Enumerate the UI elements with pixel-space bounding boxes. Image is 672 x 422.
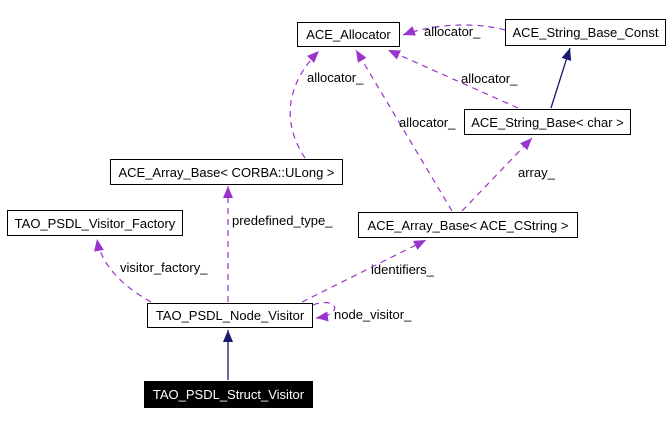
edge-label-allocator-from-string-base-char: allocator_ <box>461 71 518 86</box>
edge-label-allocator-from-array-ulong: allocator_ <box>307 70 364 85</box>
class-node-ace-array-base-ace-cstring[interactable]: ACE_Array_Base< ACE_CString > <box>358 212 578 238</box>
edge-visitor-factory <box>94 238 152 303</box>
edge-identifiers <box>301 239 427 303</box>
class-node-ace-array-base-corba-ulong[interactable]: ACE_Array_Base< CORBA::ULong > <box>110 159 343 185</box>
edge-label-allocator-from-string-base-const: allocator_ <box>424 24 481 39</box>
class-node-ace-string-base-char[interactable]: ACE_String_Base< char > <box>464 109 631 135</box>
edge-allocator-from-string-base-const <box>402 24 506 36</box>
edge-allocator-from-array-ulong <box>289 50 320 159</box>
class-node-ace-string-base-const[interactable]: ACE_String_Base_Const <box>505 19 666 46</box>
edge-inheritance-string-base-char-to-const <box>550 47 572 109</box>
edge-label-predefined-type: predefined_type_ <box>232 213 333 228</box>
edge-allocator-from-string-base-char <box>387 49 519 109</box>
edge-label-identifiers: identifiers_ <box>371 262 434 277</box>
edge-label-node-visitor: node_visitor_ <box>334 307 412 322</box>
edge-label-visitor-factory: visitor_factory_ <box>120 260 208 275</box>
class-node-tao-psdl-struct-visitor: TAO_PSDL_Struct_Visitor <box>144 381 313 408</box>
edge-label-array: array_ <box>518 165 555 180</box>
edge-label-allocator-from-array-cstring: allocator_ <box>399 115 456 130</box>
edge-allocator-from-array-cstring <box>355 49 453 212</box>
edge-array <box>461 137 533 212</box>
class-node-tao-psdl-node-visitor[interactable]: TAO_PSDL_Node_Visitor <box>147 303 313 328</box>
edge-node-visitor-self-loop <box>312 301 336 322</box>
class-node-tao-psdl-visitor-factory[interactable]: TAO_PSDL_Visitor_Factory <box>7 210 183 236</box>
class-node-ace-allocator[interactable]: ACE_Allocator <box>297 22 400 47</box>
